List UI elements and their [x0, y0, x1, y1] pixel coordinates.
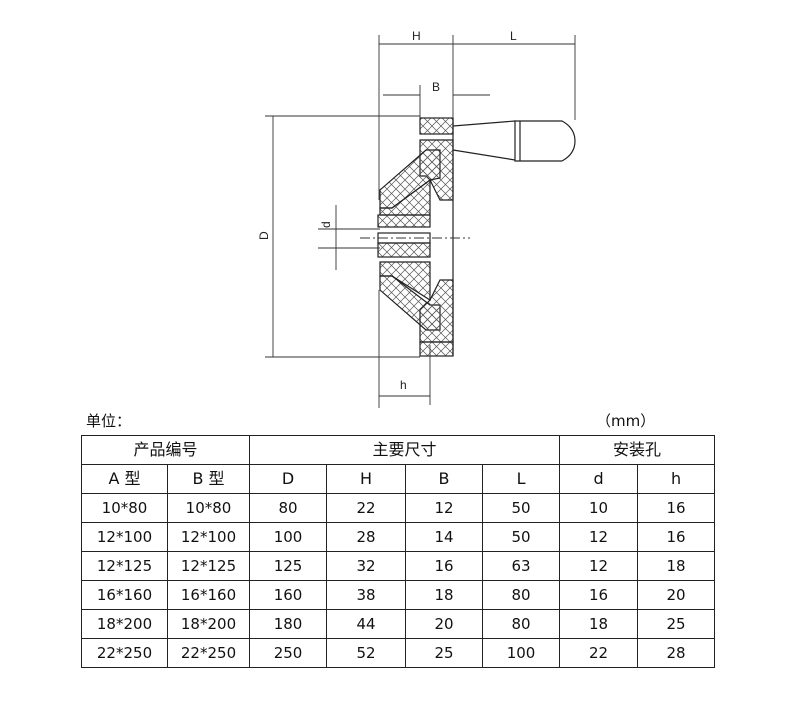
table-cell: 160 [249, 580, 328, 610]
wheel-section [377, 117, 454, 357]
table-cell: 18 [559, 609, 639, 639]
group-header-product-code: 产品编号 [80, 435, 251, 465]
group-header-mounting-hole: 安装孔 [559, 435, 716, 465]
table-cell: 16 [405, 551, 484, 581]
table-cell: 16*160 [81, 580, 168, 610]
table-cell: 16 [637, 522, 716, 552]
table-cell: 28 [637, 638, 716, 668]
table-cell: 16 [637, 493, 716, 523]
table-cell: 18*200 [166, 609, 251, 639]
table-cell: 16 [559, 580, 639, 610]
dim-label-L: L [510, 29, 517, 43]
table-cell: 80 [482, 609, 561, 639]
column-header: B 型 [166, 464, 251, 494]
table-cell: 18*200 [81, 609, 168, 639]
table-cell: 125 [249, 551, 328, 581]
table-cell: 12*100 [81, 522, 168, 552]
dim-label-B: B [432, 80, 440, 94]
table-cell: 63 [482, 551, 561, 581]
table-cell: 32 [326, 551, 407, 581]
table-cell: 16*160 [166, 580, 251, 610]
table-cell: 10*80 [166, 493, 251, 523]
dim-label-d: d [319, 221, 333, 228]
column-header: h [637, 464, 716, 494]
group-header-main-dimensions: 主要尺寸 [249, 435, 561, 465]
column-header: d [559, 464, 639, 494]
table-cell: 28 [326, 522, 407, 552]
handwheel-technical-drawing: H L B D d h [257, 29, 576, 408]
column-header-row: A 型 B 型 D H B L d h [81, 464, 716, 494]
column-header: A 型 [81, 464, 168, 494]
table-cell: 22 [326, 493, 407, 523]
dim-label-D: D [257, 231, 271, 240]
unit-value: （mm） [596, 412, 656, 430]
table-cell: 50 [482, 493, 561, 523]
table-cell: 38 [326, 580, 407, 610]
table-cell: 12 [559, 551, 639, 581]
table-cell: 100 [482, 638, 561, 668]
group-header-row: 产品编号 主要尺寸 安装孔 [80, 435, 716, 465]
table-cell: 25 [405, 638, 484, 668]
table-cell: 180 [249, 609, 328, 639]
table-cell: 25 [637, 609, 716, 639]
table-cell: 22*250 [166, 638, 251, 668]
column-header: B [405, 464, 484, 494]
table-cell: 12*125 [81, 551, 168, 581]
column-header: L [482, 464, 561, 494]
table-cell: 12 [559, 522, 639, 552]
table-cell: 100 [249, 522, 328, 552]
column-header: H [326, 464, 407, 494]
table-cell: 22*250 [81, 638, 168, 668]
table-cell: 52 [326, 638, 407, 668]
table-cell: 10*80 [81, 493, 168, 523]
table-cell: 14 [405, 522, 484, 552]
table-cell: 22 [559, 638, 639, 668]
table-cell: 80 [249, 493, 328, 523]
column-header: D [249, 464, 328, 494]
table-cell: 12 [405, 493, 484, 523]
table-cell: 12*100 [166, 522, 251, 552]
crank-handle [452, 120, 576, 162]
table-cell: 18 [637, 551, 716, 581]
table-cell: 10 [559, 493, 639, 523]
table-cell: 80 [482, 580, 561, 610]
dim-label-H: H [412, 29, 421, 43]
table-cell: 12*125 [166, 551, 251, 581]
table-cell: 18 [405, 580, 484, 610]
table-cell: 250 [249, 638, 328, 668]
dimension-lines [265, 35, 576, 408]
table-cell: 50 [482, 522, 561, 552]
unit-label: 单位： [86, 412, 132, 430]
dim-label-h: h [400, 378, 407, 392]
table-cell: 44 [326, 609, 407, 639]
table-cell: 20 [637, 580, 716, 610]
table-cell: 20 [405, 609, 484, 639]
